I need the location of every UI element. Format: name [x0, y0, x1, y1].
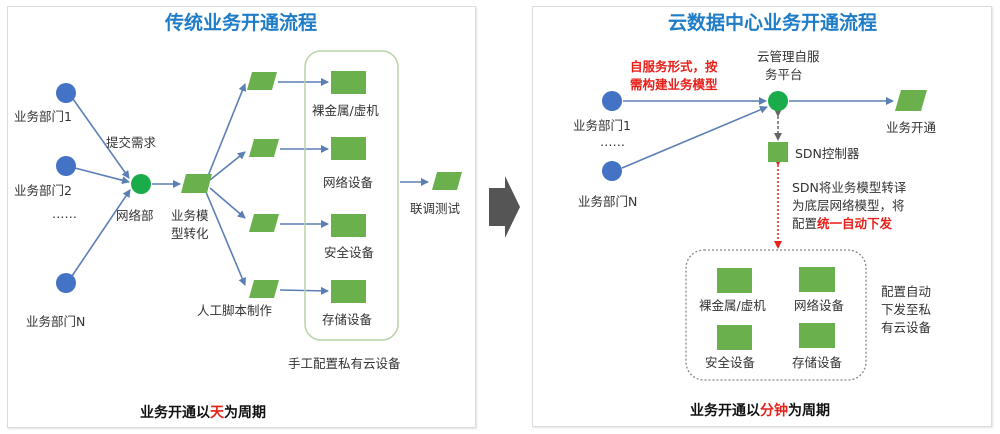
- summary-highlight-minutes: 分钟: [760, 403, 788, 419]
- network-dept-label: 网络部: [116, 208, 154, 223]
- device-bm-vm-label: 裸金属/虚机: [312, 103, 379, 118]
- r-device-network: [799, 267, 835, 292]
- script-node-2: [249, 139, 279, 157]
- dept2-node: [56, 156, 76, 176]
- sdn-controller-node: [768, 142, 788, 162]
- auto-config-label-1: 配置自动: [881, 284, 932, 299]
- summary-highlight-day: 天: [210, 405, 224, 421]
- joint-test-label: 联调测试: [410, 201, 461, 216]
- platform-label-2: 务平台: [765, 67, 803, 82]
- transition-arrow-icon: [489, 176, 520, 238]
- model-transform-label-1: 业务模: [171, 208, 209, 223]
- sdn-desc-line2: 为底层网络模型，将: [792, 198, 905, 213]
- r-device-storage-label: 存储设备: [792, 355, 843, 370]
- edge-r-deptN-platform: [621, 106, 768, 169]
- manual-devices-group: [304, 50, 399, 341]
- r-summary-prefix: 业务开通以: [690, 403, 760, 419]
- cloud-summary: 业务开通以分钟为周期: [690, 400, 830, 420]
- device-storage: [331, 280, 366, 303]
- platform-label-1: 云管理自服: [757, 49, 820, 64]
- summary-suffix: 为周期: [224, 405, 266, 421]
- deptN-node: [56, 273, 76, 293]
- r-device-security: [717, 325, 752, 350]
- device-security: [331, 214, 366, 237]
- traditional-summary: 业务开通以天为周期: [140, 402, 266, 422]
- auto-config-label-3: 有云设备: [881, 320, 932, 335]
- network-dept-node: [131, 174, 151, 194]
- dept2-label: 业务部门2: [14, 183, 72, 198]
- device-network-label: 网络设备: [323, 175, 374, 190]
- device-storage-label: 存储设备: [322, 312, 373, 327]
- device-network: [331, 137, 366, 160]
- device-bm-vm: [331, 71, 366, 94]
- self-service-label-2: 需构建业务模型: [630, 77, 718, 92]
- traditional-flow-title: 传统业务开通流程: [165, 12, 318, 34]
- edge-model-p1: [207, 83, 247, 177]
- auto-config-label-2: 下发至私: [881, 302, 932, 317]
- sdn-desc-line1: SDN将业务模型转译: [792, 180, 907, 195]
- model-transform-label-2: 型转化: [171, 226, 209, 241]
- r-device-bm-vm: [717, 268, 752, 293]
- cloud-flow-panel: [532, 6, 992, 427]
- cloud-flow-title: 云数据中心业务开通流程: [668, 12, 878, 34]
- r-device-storage: [799, 323, 835, 348]
- r-summary-suffix: 为周期: [788, 403, 830, 419]
- dept1-node: [56, 83, 76, 103]
- dept1-label: 业务部门1: [14, 109, 72, 124]
- r-dept1-label: 业务部门1: [573, 118, 631, 133]
- auto-devices-group: [685, 249, 867, 381]
- sdn-desc-line3-highlight: 统一自动下发: [817, 216, 893, 231]
- business-open-label: 业务开通: [886, 120, 937, 135]
- platform-node: [768, 91, 788, 111]
- edge-dept2-network: [74, 167, 130, 185]
- deptN-label: 业务部门N: [26, 314, 86, 329]
- model-transform-node: [181, 174, 212, 193]
- r-deptN-label: 业务部门N: [578, 194, 638, 209]
- r-ellipsis-label: ……: [600, 134, 625, 149]
- summary-prefix: 业务开通以: [140, 405, 210, 421]
- r-device-bm-vm-label: 裸金属/虚机: [699, 298, 766, 313]
- self-service-label-1: 自服务形式，按: [630, 59, 718, 74]
- sdn-controller-label: SDN控制器: [795, 146, 860, 161]
- sdn-desc-line3: 配置统一自动下发: [792, 215, 892, 232]
- edge-model-p4: [205, 191, 246, 286]
- sdn-desc-line3-prefix: 配置: [792, 216, 818, 231]
- submit-request-label: 提交需求: [106, 135, 157, 150]
- business-open-node: [895, 90, 927, 111]
- device-security-label: 安全设备: [324, 245, 375, 260]
- manual-script-label: 人工脚本制作: [197, 303, 273, 318]
- r-dept1-node: [602, 91, 622, 111]
- edge-dept1-network: [72, 98, 130, 179]
- r-device-network-label: 网络设备: [794, 298, 845, 313]
- r-device-security-label: 安全设备: [705, 355, 756, 370]
- script-node-3: [249, 214, 279, 232]
- edge-p4-d4: [279, 286, 329, 295]
- joint-test-node: [432, 172, 462, 190]
- script-node-1: [247, 72, 277, 90]
- ellipsis-label: ……: [52, 206, 77, 221]
- edge-model-p3: [209, 187, 246, 219]
- r-deptN-node: [602, 161, 622, 181]
- edge-model-p2: [209, 151, 246, 181]
- script-node-4: [249, 280, 279, 298]
- edge-deptN-network: [71, 189, 131, 277]
- manual-config-label: 手工配置私有云设备: [288, 356, 401, 371]
